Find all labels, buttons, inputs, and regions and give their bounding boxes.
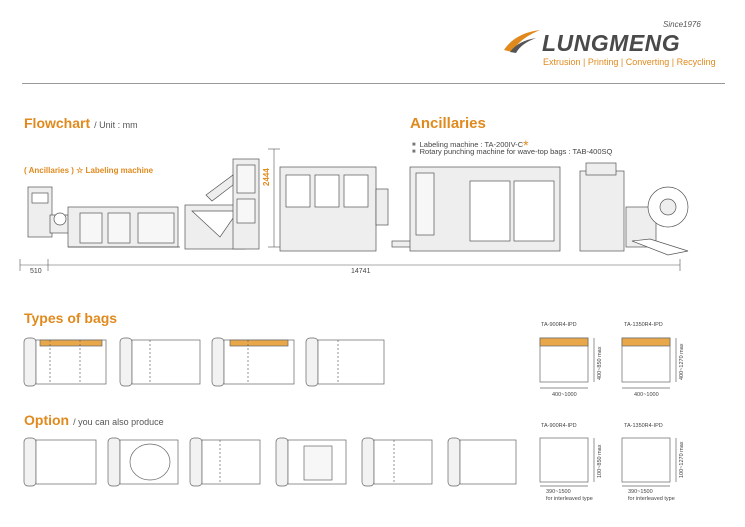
option-width-900: 390~1500 <box>546 489 571 495</box>
flowchart-title: Flowchart/ Unit : mm <box>24 115 138 131</box>
option-length-1350: 100~1270 max <box>679 441 685 478</box>
dimension-height: 2444 <box>262 168 271 186</box>
bag-rolls-row-1 <box>23 337 385 387</box>
header-divider <box>22 83 725 84</box>
ancillaries-title: Ancillaries <box>410 115 486 132</box>
brand-name: LUNGMENG <box>542 30 681 56</box>
option-width-1350: 390~1500 <box>628 489 653 495</box>
option-note-1350: for interleaved type <box>628 496 675 502</box>
production-line-diagram <box>19 148 689 271</box>
brand-tagline: Extrusion | Printing | Converting | Recy… <box>543 57 716 67</box>
bag-rolls-row-2 <box>23 437 517 487</box>
option-length-900: 100~850 max <box>597 444 603 478</box>
spec-model-900: TA-900R4-IPD <box>541 322 577 328</box>
bag-spec-diagrams <box>539 337 677 389</box>
spec-width-1350: 400~1000 <box>634 392 659 398</box>
option-title: Option/ you can also produce <box>24 412 164 428</box>
option-note-900: for interleaved type <box>546 496 593 502</box>
ancillary-item-labeling: Labeling machine : TA-200IV-C* <box>412 137 529 153</box>
spec-length-900: 400~850 max <box>597 346 603 380</box>
swoosh-logo-icon <box>504 30 540 53</box>
dimension-width-small: 510 <box>30 268 42 275</box>
option-spec-diagrams <box>539 437 677 487</box>
option-model-1350: TA-1350R4-IPD <box>624 423 663 429</box>
spec-width-900: 400~1000 <box>552 392 577 398</box>
spec-model-1350: TA-1350R4-IPD <box>624 322 663 328</box>
spec-length-1350: 400~1270 max <box>679 343 685 380</box>
ancillary-item-punching: Rotary punching machine for wave-top bag… <box>412 147 613 156</box>
ancillary-note: ( Ancillaries ) ☆ Labeling machine <box>24 166 154 175</box>
since-label: Since1976 <box>663 20 701 29</box>
types-of-bags-title: Types of bags <box>24 310 118 326</box>
dimension-width-total: 14741 <box>351 268 371 275</box>
option-model-900: TA-900R4-IPD <box>541 423 577 429</box>
